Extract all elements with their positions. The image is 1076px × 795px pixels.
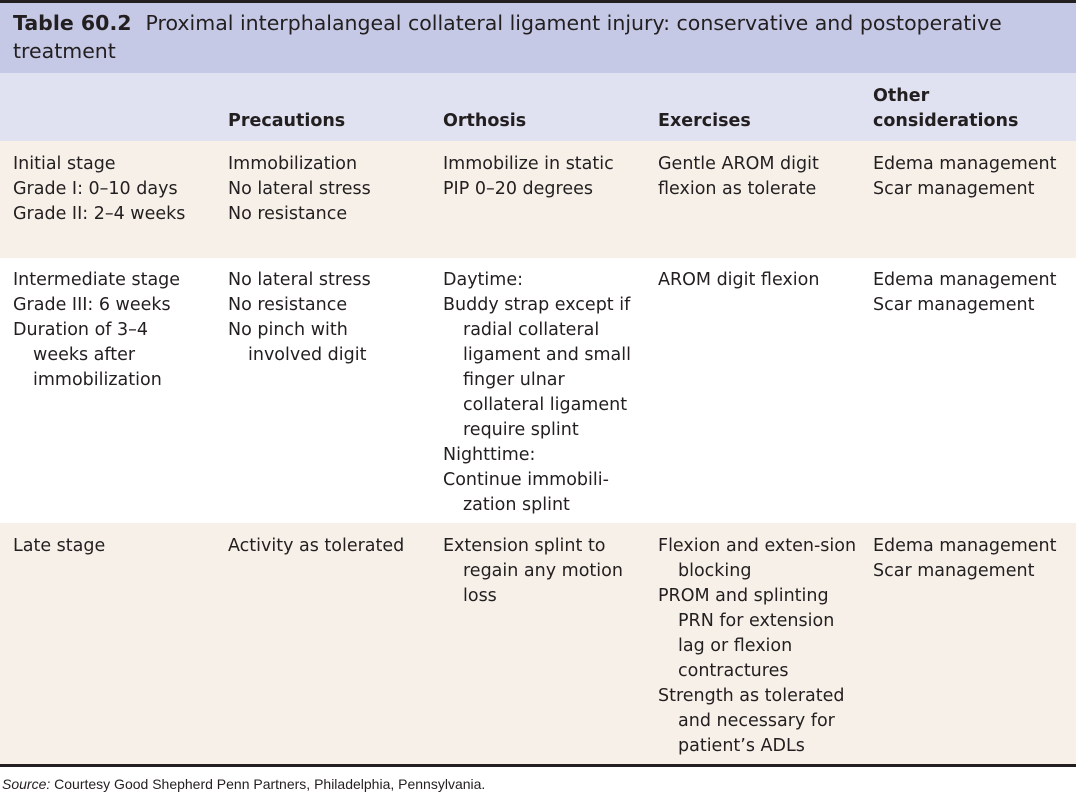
cell-line: No resistance bbox=[228, 204, 348, 224]
cell-line: PIP 0–20 degrees bbox=[443, 179, 593, 199]
table-row-initial-stage: Initial stage Grade I: 0–10 days Grade I… bbox=[0, 141, 1076, 258]
cell-precautions: Immobilization No lateral stress No resi… bbox=[228, 152, 433, 227]
cell-other-considerations: Edema management Scar management bbox=[873, 268, 1073, 318]
cell-precautions: Activity as tolerated bbox=[228, 534, 433, 559]
cell-line: Late stage bbox=[13, 536, 106, 556]
cell-exercises: Gentle AROM digit flexion as tolerate bbox=[658, 152, 863, 202]
cell-line: Grade II: 2–4 weeks bbox=[13, 204, 186, 224]
column-header-other-considerations: Other considerations bbox=[873, 86, 1019, 131]
cell-line: Buddy strap except if radial collateral … bbox=[443, 295, 631, 440]
cell-orthosis: Extension splint to regain any motion lo… bbox=[443, 534, 638, 609]
cell-line: Continue immobili-zation splint bbox=[443, 470, 609, 515]
cell-line: Flexion and exten-sion blocking bbox=[658, 536, 857, 581]
cell-orthosis: Daytime: Buddy strap except if radial co… bbox=[443, 268, 648, 518]
cell-line: Strength as tolerated and necessary for … bbox=[658, 686, 845, 756]
table-row-late-stage: Late stage Activity as tolerated Extensi… bbox=[0, 523, 1076, 764]
cell-line: Edema management bbox=[873, 536, 1057, 556]
table-header-row: Precautions Orthosis Exercises Other con… bbox=[0, 73, 1076, 141]
cell-precautions: No lateral stress No resistance No pinch… bbox=[228, 268, 398, 368]
cell-other-considerations: Edema management Scar management bbox=[873, 152, 1073, 202]
cell-line: Extension splint to regain any motion lo… bbox=[443, 536, 623, 606]
cell-line: Edema management bbox=[873, 154, 1057, 174]
cell-orthosis: Immobilize in static PIP 0–20 degrees bbox=[443, 152, 648, 202]
column-header-orthosis: Orthosis bbox=[443, 111, 527, 131]
cell-line: Grade I: 0–10 days bbox=[13, 179, 178, 199]
cell-line: Scar management bbox=[873, 561, 1035, 581]
cell-line: Edema management bbox=[873, 270, 1057, 290]
source-text: Courtesy Good Shepherd Penn Partners, Ph… bbox=[54, 776, 486, 792]
cell-exercises: AROM digit flexion bbox=[658, 268, 863, 293]
cell-line: Grade III: 6 weeks bbox=[13, 295, 171, 315]
cell-line: AROM digit flexion bbox=[658, 270, 820, 290]
table-title-text: Proximal interphalangeal collateral liga… bbox=[13, 11, 1002, 63]
cell-line: Initial stage bbox=[13, 154, 116, 174]
cell-line: Scar management bbox=[873, 179, 1035, 199]
cell-line: Gentle AROM digit bbox=[658, 154, 819, 174]
cell-line: No lateral stress bbox=[228, 179, 371, 199]
column-header-exercises: Exercises bbox=[658, 111, 751, 131]
cell-line: No lateral stress bbox=[228, 270, 371, 290]
cell-line: Nighttime: bbox=[443, 445, 536, 465]
table-label: Table 60.2 bbox=[13, 11, 132, 35]
cell-stage: Initial stage Grade I: 0–10 days Grade I… bbox=[13, 152, 218, 227]
cell-exercises: Flexion and exten-sion blocking PROM and… bbox=[658, 534, 858, 759]
source-label: Source: bbox=[2, 776, 51, 792]
table-row-intermediate-stage: Intermediate stage Grade III: 6 weeks Du… bbox=[0, 258, 1076, 523]
cell-line: Activity as tolerated bbox=[228, 536, 405, 556]
cell-line: PROM and splinting PRN for extension lag… bbox=[658, 586, 835, 681]
table-source-note: Source: Courtesy Good Shepherd Penn Part… bbox=[2, 775, 485, 793]
cell-line: flexion as tolerate bbox=[658, 179, 817, 199]
cell-stage: Late stage bbox=[13, 534, 218, 559]
table-bottom-rule bbox=[0, 764, 1076, 767]
cell-line: Duration of 3–4 weeks after immobilizati… bbox=[13, 320, 162, 390]
cell-line: Intermediate stage bbox=[13, 270, 181, 290]
cell-line: Immobilize in static bbox=[443, 154, 614, 174]
cell-line: Scar management bbox=[873, 295, 1035, 315]
cell-line: No resistance bbox=[228, 295, 348, 315]
cell-line: Immobilization bbox=[228, 154, 358, 174]
cell-stage: Intermediate stage Grade III: 6 weeks Du… bbox=[13, 268, 193, 393]
cell-line: Daytime: bbox=[443, 270, 523, 290]
cell-other-considerations: Edema management Scar management bbox=[873, 534, 1073, 584]
column-header-precautions: Precautions bbox=[228, 111, 346, 131]
cell-line: No pinch with involved digit bbox=[228, 320, 367, 365]
